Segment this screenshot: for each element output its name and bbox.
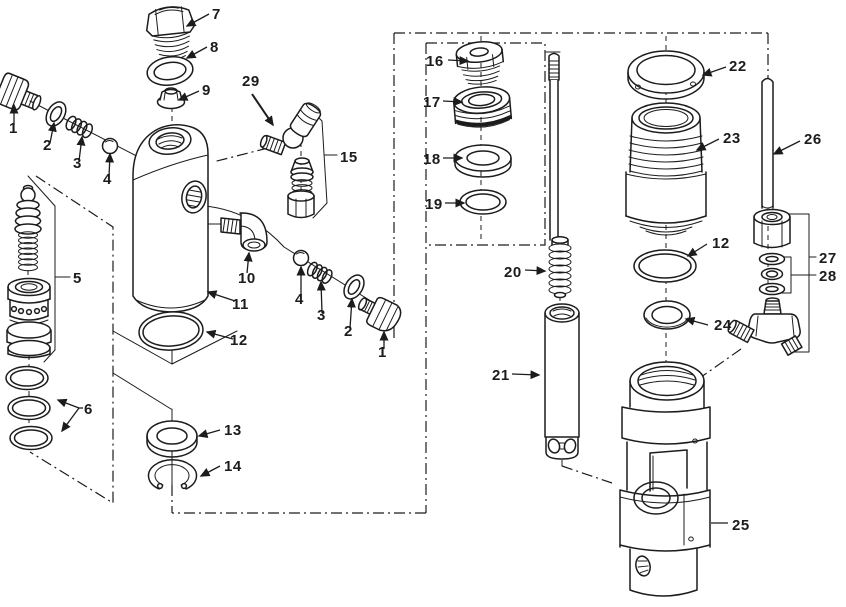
part-4-ball-left [101, 137, 119, 155]
callout-12-right: 12 [712, 235, 730, 252]
part-3-spring-left [65, 115, 94, 139]
callout-13: 13 [224, 422, 242, 439]
callout-17: 17 [423, 94, 441, 111]
callout-27: 27 [819, 250, 837, 267]
callout-22: 22 [729, 58, 747, 75]
part-27-nut [753, 208, 791, 249]
callout-8: 8 [210, 39, 219, 56]
part-2-washer-right [343, 274, 365, 300]
callout-3-left: 3 [73, 155, 82, 172]
part-26-tube [761, 77, 774, 209]
callout-16: 16 [426, 53, 444, 70]
part-6-o-rings [5, 365, 53, 451]
callout-21: 21 [492, 367, 510, 384]
callout-14: 14 [224, 458, 242, 475]
callout-23: 23 [723, 130, 741, 147]
callout-19: 19 [425, 196, 443, 213]
piston-rod [548, 52, 560, 241]
part-9-nut [156, 87, 186, 110]
callout-25: 25 [732, 517, 750, 534]
callout-7: 7 [212, 6, 221, 23]
callout-2-right: 2 [344, 323, 353, 340]
part-25-valve-body [619, 361, 711, 598]
part-23-cylinder-sleeve [625, 102, 707, 236]
part-17-packing-set [452, 86, 513, 128]
callout-15: 15 [340, 149, 358, 166]
callout-10: 10 [238, 270, 256, 287]
callout-6: 6 [84, 401, 93, 418]
part-29-elbow-fitting [259, 102, 322, 156]
part-19-o-ring [459, 189, 507, 215]
callout-4-left: 4 [103, 171, 112, 188]
callout-28: 28 [819, 268, 837, 285]
callout-29: 29 [242, 73, 260, 90]
part-12-o-ring-left [138, 311, 204, 351]
phantom-boundary-lines [29, 32, 770, 514]
part-14-retaining-ring [147, 459, 198, 490]
leader-lines [9, 13, 801, 524]
part-10-elbow-fitting [207, 212, 268, 252]
callout-26: 26 [804, 131, 822, 148]
part-7-plug [145, 6, 196, 63]
part-12-o-ring-right [633, 249, 697, 283]
part-28-washers [758, 252, 786, 296]
part-4-ball-right [292, 249, 310, 267]
callout-3-right: 3 [317, 307, 326, 324]
part-8-o-ring [146, 56, 194, 86]
bracket-part-27 [786, 213, 817, 353]
part-3-spring-right [306, 261, 333, 284]
part-15-fitting-assembly [287, 157, 315, 219]
part-18-backup-washer [454, 144, 512, 178]
bracket-part-15 [310, 109, 338, 219]
callout-1-left: 1 [9, 120, 18, 137]
part-22-retaining-ring [627, 50, 705, 100]
part-13-washer [146, 420, 198, 458]
bracket-part-28 [779, 256, 817, 294]
callout-1-right: 1 [378, 344, 387, 361]
part-20-spring [548, 236, 572, 299]
tee-fitting [727, 297, 803, 356]
part-11-pump-body [132, 124, 209, 313]
callout-18: 18 [423, 151, 441, 168]
callout-labels: 1 2 3 4 5 6 7 8 9 10 11 12 13 14 15 16 1… [9, 6, 837, 534]
callout-11: 11 [232, 296, 249, 313]
bracket-part-5 [27, 175, 71, 363]
callout-9: 9 [202, 82, 211, 99]
part-1-plug-left [0, 72, 42, 111]
part-16-gland-nut [455, 41, 505, 85]
part-1-plug-right [357, 296, 402, 332]
part-21-cylinder-tube [544, 303, 580, 460]
callout-12-left: 12 [230, 332, 248, 349]
part-5-valve-cartridge [6, 184, 52, 359]
callout-4-right: 4 [295, 291, 304, 308]
group-brackets [27, 109, 817, 363]
callout-24: 24 [714, 317, 732, 334]
callout-20: 20 [504, 264, 522, 281]
callout-2-left: 2 [43, 137, 52, 154]
callout-5: 5 [73, 270, 82, 287]
part-24-seal [643, 300, 691, 330]
